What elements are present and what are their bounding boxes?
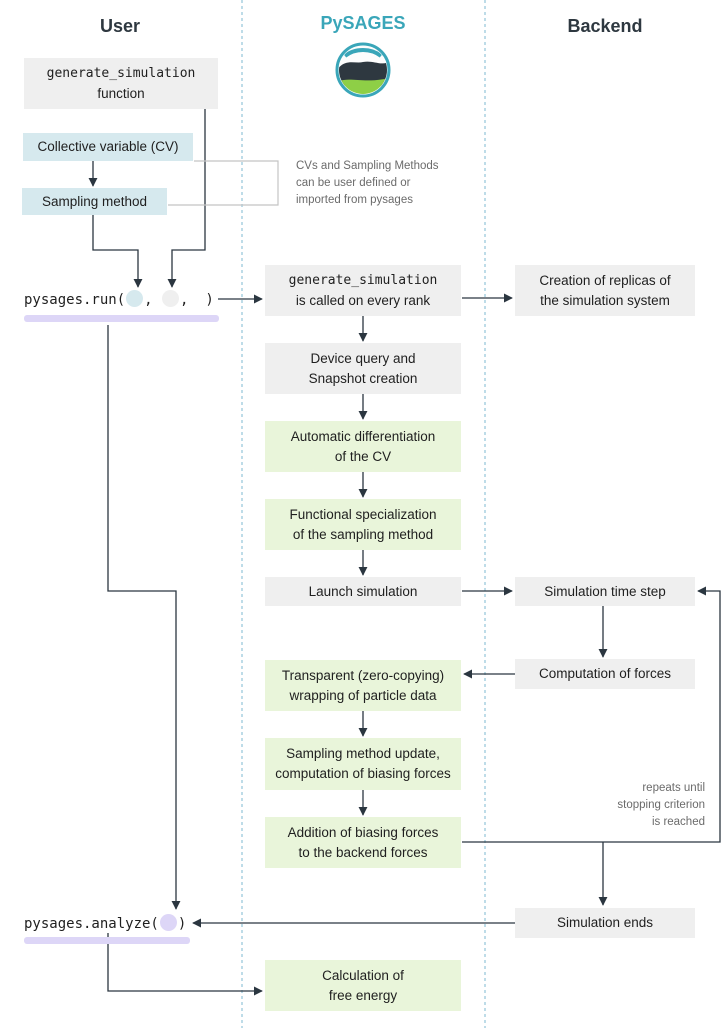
sampling-method-update-box: Sampling method update,computation of bi… [265,738,461,790]
sampling-method-box: Sampling method [22,188,167,215]
cv-argument-dot [126,290,144,307]
collective-variable-box: Collective variable (CV) [23,133,193,161]
computation-of-forces-box: Computation of forces [515,659,695,689]
pysages-analyze-call: pysages.analyze() [24,914,187,932]
launch-simulation-box: Launch simulation [265,577,461,606]
particle-data-wrapping-box: Transparent (zero-copying)wrapping of pa… [265,660,461,711]
pysages-column-header: PySAGES [320,13,406,33]
generate-simulation-function-box: generate_simulation function [24,58,218,109]
pysages-logo [335,42,391,98]
pysages-run-call: pysages.run(, , ) [24,290,214,308]
analyze-underline-bar [24,937,190,944]
simulation-ends-box: Simulation ends [515,908,695,938]
user-defined-note: CVs and Sampling Methods can be user def… [296,160,439,206]
generate-simulation-code: generate_simulation [46,65,196,81]
generate-simulation-code: generate_simulation [288,272,438,288]
generate-simulation-called-box: generate_simulation is called on every r… [265,265,461,316]
called-on-every-rank-label: is called on every rank [295,292,431,308]
backend-column-header: Backend [567,16,643,36]
result-argument-dot [159,914,177,931]
run-underline-bar [24,315,219,322]
function-label: function [97,85,145,101]
method-argument-dot [162,290,180,307]
user-column-header: User [99,16,141,36]
repeat-until-note: repeats until stopping criterion is reac… [617,782,705,828]
simulation-time-step-box: Simulation time step [515,577,695,606]
